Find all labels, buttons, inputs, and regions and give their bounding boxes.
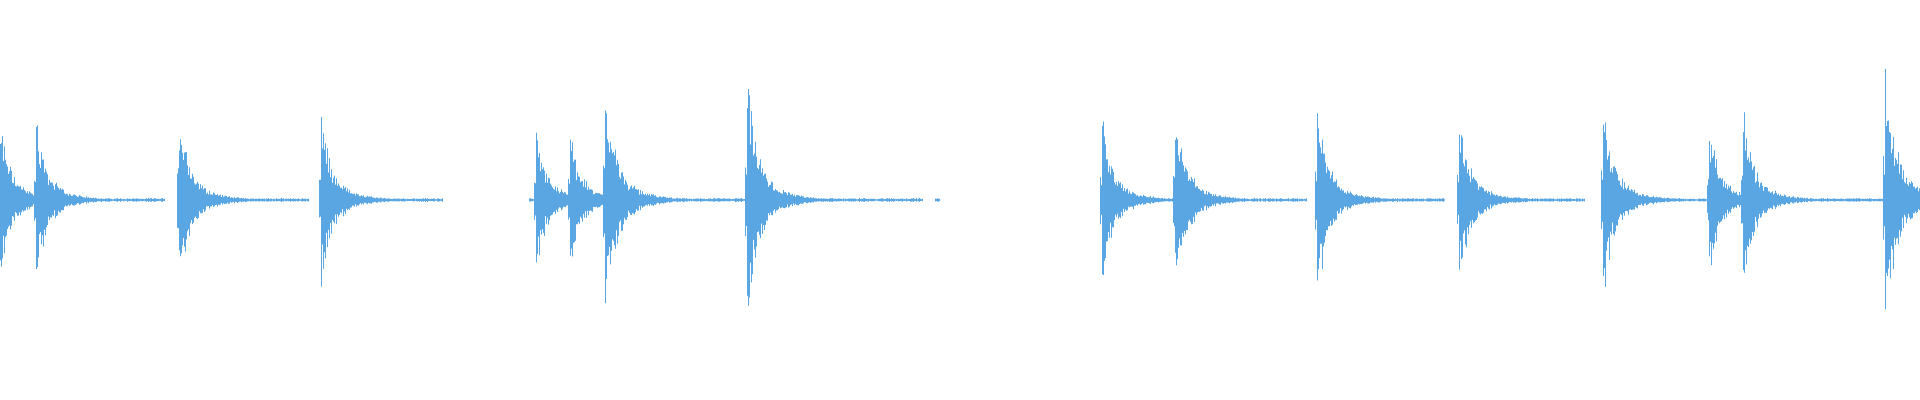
waveform-path bbox=[0, 68, 1920, 310]
waveform-trace bbox=[0, 68, 1920, 310]
